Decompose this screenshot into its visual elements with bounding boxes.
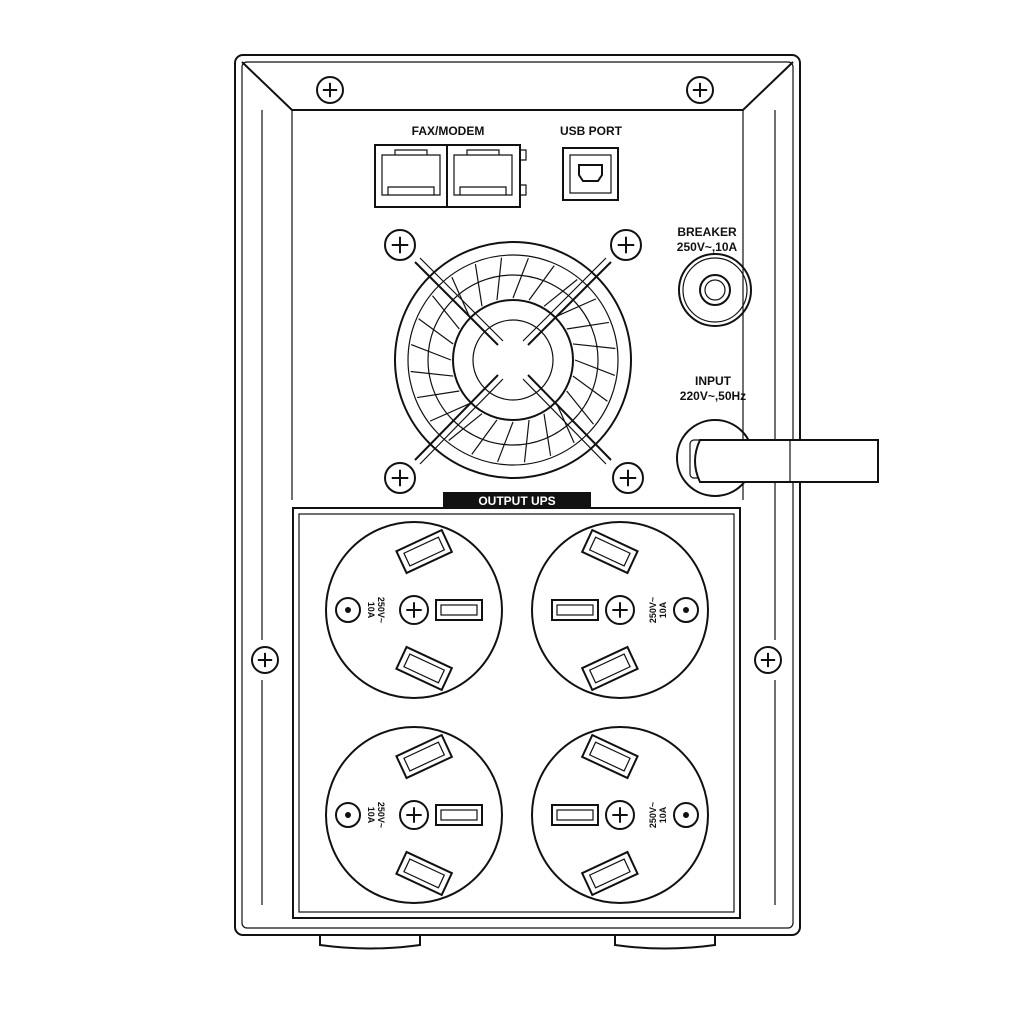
screw-icon (754, 646, 782, 674)
output-outlet[interactable]: 250V~10A (325, 521, 503, 699)
screw-icon (610, 229, 642, 261)
output-label-bg (443, 492, 591, 508)
outlet-rating: 250V~10A (648, 597, 668, 623)
screw-icon (384, 462, 416, 494)
output-outlet[interactable]: 250V~10A (325, 726, 503, 904)
output-outlet[interactable]: 250V~10A (531, 726, 709, 904)
output-panel (292, 507, 741, 919)
screw-icon (605, 800, 635, 830)
breaker-rating: 250V~,10A (677, 240, 738, 254)
screw-icon (384, 229, 416, 261)
breaker-label: BREAKER (677, 225, 737, 239)
screw-icon (251, 646, 279, 674)
input-rating: 220V~,50Hz (680, 389, 746, 403)
ups-body (234, 54, 801, 936)
output-outlet[interactable]: 250V~10A (531, 521, 709, 699)
outlet-rating: 250V~10A (366, 802, 386, 828)
outlet-rating: 250V~10A (366, 597, 386, 623)
screw-icon (399, 800, 429, 830)
cooling-fan (394, 241, 632, 479)
fan-screws (384, 229, 644, 494)
screw-icon (399, 595, 429, 625)
screw-icon (316, 76, 344, 104)
body-screws (251, 76, 782, 674)
fax-modem-ports[interactable] (374, 144, 527, 208)
screw-icon (686, 76, 714, 104)
feet (319, 935, 716, 950)
screw-icon (605, 595, 635, 625)
screw-icon (612, 462, 644, 494)
output-ups-label: OUTPUT UPS (478, 494, 555, 508)
usb-port[interactable] (562, 147, 619, 201)
fax-modem-label: FAX/MODEM (412, 124, 485, 138)
outlet-rating: 250V~10A (648, 802, 668, 828)
usb-port-label: USB PORT (560, 124, 623, 138)
circuit-breaker[interactable] (678, 253, 752, 327)
power-cord (694, 439, 879, 483)
input-label: INPUT (695, 374, 732, 388)
